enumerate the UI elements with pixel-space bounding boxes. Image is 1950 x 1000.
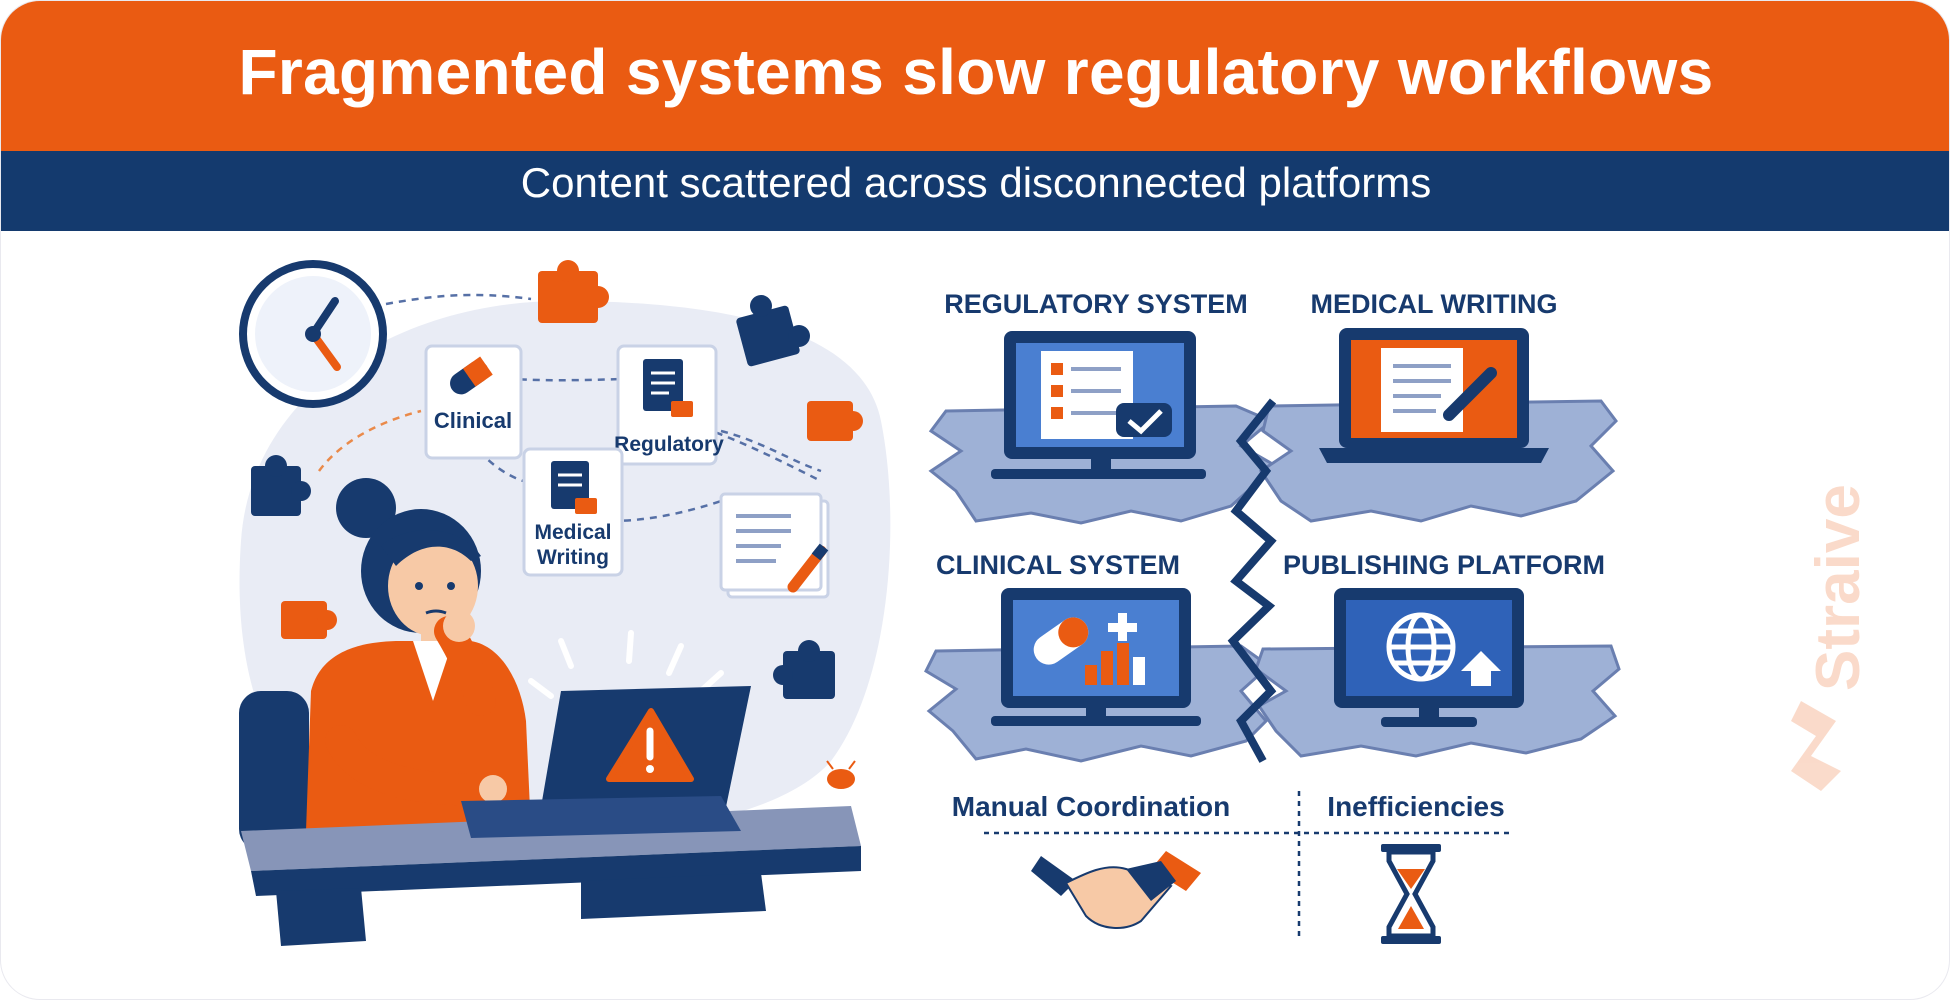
doc-label-regulatory: Regulatory — [614, 433, 724, 456]
hourglass-icon — [1381, 844, 1441, 944]
puzzle-piece-icon — [538, 260, 609, 323]
page-title: Fragmented systems slow regulatory workf… — [238, 36, 1714, 108]
doc-label-medical-line1: Medical — [534, 521, 611, 544]
regulatory-monitor — [991, 331, 1206, 479]
system-label-regulatory: REGULATORY SYSTEM — [944, 289, 1248, 319]
laptop-warning — [461, 686, 751, 838]
pen-icon — [1443, 367, 1497, 421]
approval-check-icon — [1116, 403, 1172, 437]
puzzle-piece-icon — [736, 295, 810, 367]
pill-icon — [1033, 617, 1089, 665]
document-icon — [551, 461, 597, 514]
clinical-doc-card: Clinical — [424, 344, 523, 460]
system-label-clinical: CLINICAL SYSTEM — [936, 550, 1180, 580]
publishing-monitor — [1334, 588, 1524, 727]
puzzle-piece-icon — [773, 640, 835, 699]
doc-label-medical-line2: Writing — [537, 546, 609, 569]
manual-coordination-label: Manual Coordination — [952, 791, 1230, 822]
regulatory-doc-card: Regulatory — [614, 344, 724, 466]
puzzle-piece-icon — [807, 401, 863, 441]
bar-chart-icon — [1085, 643, 1145, 685]
checklist-icon — [1051, 363, 1121, 419]
page-subtitle: Content scattered across disconnected pl… — [520, 159, 1432, 206]
crack-line — [1227, 398, 1277, 763]
medical-writing-doc-card: Medical Writing — [522, 447, 624, 577]
handshake-icon — [1031, 851, 1201, 929]
globe-icon — [1386, 612, 1456, 682]
pill-icon — [450, 356, 493, 395]
edit-doc-card — [719, 492, 830, 599]
warning-icon — [606, 708, 694, 782]
bug-icon — [826, 760, 856, 789]
inefficiencies-label: Inefficiencies — [1327, 791, 1504, 822]
worried-person — [239, 478, 724, 851]
straive-watermark: Straive — [1791, 484, 1873, 791]
clock-icon — [239, 260, 387, 408]
doc-label-clinical: Clinical — [434, 408, 512, 433]
subtitle-bar: Content scattered across disconnected pl… — [1, 151, 1949, 231]
watermark-brand: Straive — [1804, 484, 1873, 691]
system-label-medical: MEDICAL WRITING — [1311, 289, 1558, 319]
clinical-monitor — [991, 588, 1201, 726]
medical-cross-icon — [1108, 613, 1137, 641]
systems-panel: REGULATORY SYSTEM MEDICAL WRITING — [924, 289, 1621, 944]
upload-arrow-icon — [1461, 651, 1501, 686]
title-bar: Fragmented systems slow regulatory workf… — [1, 1, 1949, 151]
puzzle-piece-icon — [281, 601, 337, 639]
puzzle-piece-icon — [251, 455, 311, 516]
medical-laptop — [1319, 328, 1549, 463]
left-illustration: Clinical Regulatory — [239, 260, 891, 946]
straive-logo-icon — [1791, 701, 1841, 791]
illustration-canvas: Clinical Regulatory — [239, 260, 1873, 946]
document-icon — [643, 359, 693, 417]
pencil-icon — [787, 543, 829, 593]
system-label-publishing: PUBLISHING PLATFORM — [1283, 550, 1605, 580]
